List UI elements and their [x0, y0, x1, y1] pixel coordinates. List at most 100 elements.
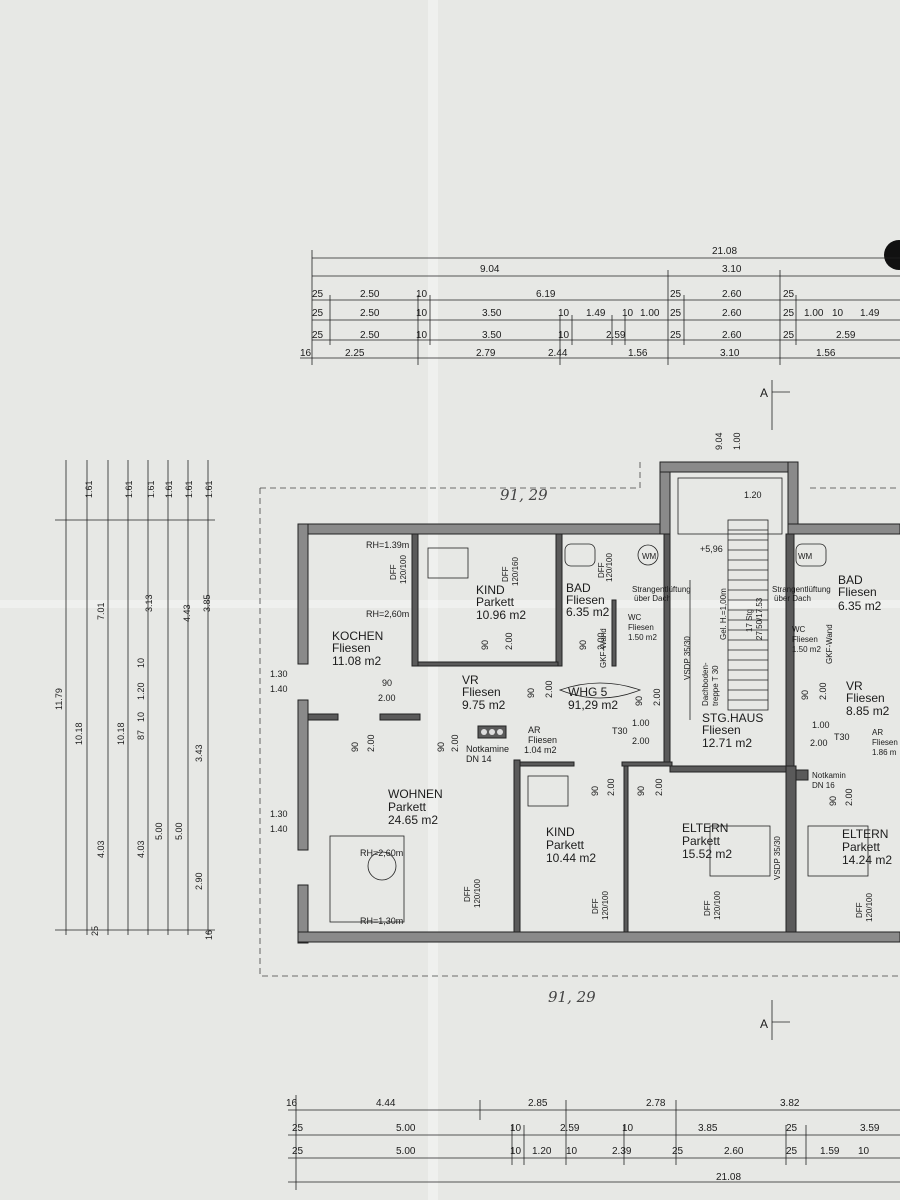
paper-fold-horizontal: [0, 600, 900, 608]
dim-top-r1-a: 9.04: [480, 264, 500, 275]
svg-text:Strangentlüftung: Strangentlüftung: [772, 585, 831, 594]
svg-text:2.00: 2.00: [810, 738, 828, 748]
dim-top-r4-1: 2.50: [360, 330, 380, 341]
svg-text:Parkett: Parkett: [476, 595, 515, 609]
dim-left-14: 4.03: [136, 840, 146, 858]
svg-text:120/100: 120/100: [605, 553, 614, 582]
dim-bottom-r1-4: 3.82: [780, 1098, 800, 1109]
dim-left-17: 3.43: [194, 744, 204, 762]
svg-text:120/100: 120/100: [713, 891, 722, 920]
svg-text:Dachboden-: Dachboden-: [701, 662, 710, 706]
svg-text:11.08 m2: 11.08 m2: [332, 654, 381, 668]
svg-text:Fliesen: Fliesen: [628, 623, 654, 632]
dim-top-r3-0: 25: [312, 308, 324, 319]
dim-left-12: 3.85: [202, 594, 212, 612]
svg-text:1.50 m2: 1.50 m2: [628, 633, 657, 642]
dim-top-r3-8: 25: [670, 308, 682, 319]
svg-text:Fliesen: Fliesen: [872, 738, 898, 747]
room-kind-1: KIND Parkett 10.96 m2: [476, 583, 526, 622]
room-bad-2: BAD Fliesen 6.35 m2: [838, 573, 882, 613]
svg-text:WOHNEN: WOHNEN: [388, 787, 443, 801]
svg-text:DFF: DFF: [501, 566, 510, 582]
dim-bottom-r2-2: 10: [510, 1123, 522, 1134]
svg-text:+5,96: +5,96: [700, 544, 723, 554]
svg-text:A: A: [760, 386, 768, 400]
dim-left-4: 1.61: [84, 480, 94, 498]
svg-text:KIND: KIND: [476, 583, 505, 597]
dim-left-2: 10.18: [116, 722, 126, 745]
dim-top-r4-6: 25: [670, 330, 682, 341]
dim-bottom-r2-3: 2.59: [560, 1123, 580, 1134]
room-vr-2: VR Fliesen 8.85 m2: [846, 679, 890, 718]
dim-top-r5-0: 16: [300, 348, 312, 359]
svg-text:Fliesen: Fliesen: [332, 641, 371, 655]
svg-text:ELTERN: ELTERN: [842, 827, 888, 841]
dim-top-r3-3: 3.50: [482, 308, 502, 319]
svg-text:VSDP 35/30: VSDP 35/30: [773, 836, 782, 880]
dim-bottom-r3-7: 2.60: [724, 1146, 744, 1157]
annotations: RH=1.39m RH=2,60m RH=2,60m RH=1,30m DFF …: [270, 432, 874, 926]
paper-fold-vertical: [428, 0, 438, 1200]
dim-top-r5-3: 2.44: [548, 348, 568, 359]
svg-text:2.00: 2.00: [378, 693, 396, 703]
dim-top-r2-0: 25: [312, 289, 324, 300]
svg-text:91,29 m2: 91,29 m2: [568, 698, 618, 712]
svg-text:DFF: DFF: [591, 898, 600, 914]
fixtures: [329, 543, 869, 923]
dim-top-r4-3: 3.50: [482, 330, 502, 341]
svg-text:1.40: 1.40: [270, 824, 288, 834]
svg-text:treppe T 30: treppe T 30: [711, 665, 720, 706]
dim-bottom-r3-3: 1.20: [532, 1146, 552, 1157]
svg-text:DFF: DFF: [463, 886, 472, 902]
dim-bottom-r2-6: 25: [786, 1123, 798, 1134]
svg-text:1.30: 1.30: [270, 669, 288, 679]
svg-text:1.50 m2: 1.50 m2: [792, 645, 821, 654]
svg-text:Parkett: Parkett: [842, 840, 881, 854]
dim-bottom-r3-2: 10: [510, 1146, 522, 1157]
dim-top-r2-2: 10: [416, 289, 428, 300]
svg-text:1.00: 1.00: [632, 718, 650, 728]
dim-left-0: 11.79: [54, 688, 64, 710]
dim-top-r2-4: 25: [670, 289, 682, 300]
svg-text:90: 90: [828, 796, 838, 806]
svg-text:2.00: 2.00: [654, 778, 664, 796]
dim-top-r4-4: 10: [558, 330, 570, 341]
svg-text:120/100: 120/100: [601, 891, 610, 920]
dim-top-r1-b: 3.10: [722, 264, 742, 275]
svg-text:90: 90: [436, 742, 446, 752]
svg-text:14.24 m2: 14.24 m2: [842, 853, 892, 867]
svg-text:über Dach: über Dach: [634, 594, 671, 603]
dim-bottom-r2-5: 3.85: [698, 1123, 718, 1134]
svg-text:STG.HAUS: STG.HAUS: [702, 711, 763, 725]
dim-total-bottom: 21.08: [716, 1172, 741, 1183]
svg-text:GKF-Wand: GKF-Wand: [825, 624, 834, 664]
svg-text:RH=2,60m: RH=2,60m: [366, 609, 409, 619]
dim-top-r3-9: 2.60: [722, 308, 742, 319]
svg-text:Fliesen: Fliesen: [792, 635, 818, 644]
svg-text:Fliesen: Fliesen: [528, 735, 557, 745]
svg-text:DFF: DFF: [597, 562, 606, 578]
dim-total-top: 21.08: [712, 246, 737, 257]
dim-bottom-r2-7: 3.59: [860, 1123, 880, 1134]
svg-text:A: A: [760, 1017, 768, 1031]
svg-text:VR: VR: [462, 673, 479, 687]
svg-text:2.00: 2.00: [366, 734, 376, 752]
dim-left-8: 1.61: [184, 480, 194, 498]
dim-bottom-r3-5: 2.39: [612, 1146, 632, 1157]
svg-text:AR: AR: [528, 725, 541, 735]
svg-text:RH=2,60m: RH=2,60m: [360, 848, 403, 858]
svg-text:1.30: 1.30: [270, 809, 288, 819]
svg-text:8.85 m2: 8.85 m2: [846, 704, 890, 718]
dim-bottom-r3-0: 25: [292, 1146, 304, 1157]
svg-text:WC: WC: [792, 625, 806, 634]
svg-text:2.00: 2.00: [652, 688, 662, 706]
bottom-dimension-chains: 16 4.44 2.85 2.78 3.82 25 5.00 10 2.59 1…: [286, 1095, 900, 1190]
dim-top-r3-7: 1.00: [640, 308, 660, 319]
section-marker-bottom: A: [760, 1000, 790, 1040]
svg-text:KOCHEN: KOCHEN: [332, 629, 383, 643]
dim-bottom-r3-9: 1.59: [820, 1146, 840, 1157]
room-wohnen: WOHNEN Parkett 24.65 m2: [388, 787, 443, 827]
svg-text:Parkett: Parkett: [546, 838, 585, 852]
svg-text:27.50/17.53: 27.50/17.53: [755, 597, 764, 640]
dim-top-r2-1: 2.50: [360, 289, 380, 300]
